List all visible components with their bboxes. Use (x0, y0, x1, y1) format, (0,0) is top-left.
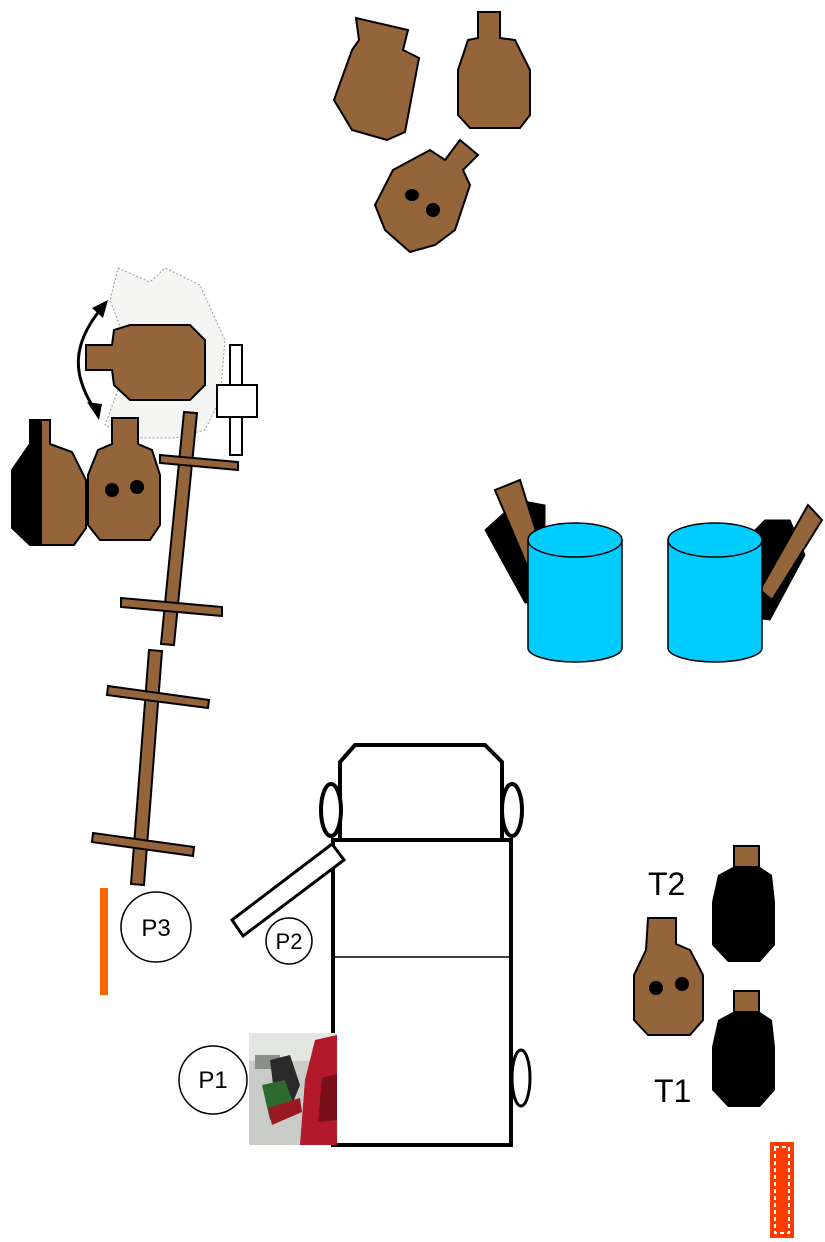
position-p2-label: P2 (276, 929, 303, 954)
start-marker (770, 1142, 794, 1238)
vehicle-mirror-left (321, 784, 341, 836)
position-p2: P2 (266, 918, 312, 964)
barrel-left (528, 523, 622, 662)
target-center-brown (634, 918, 703, 1035)
hit-mark-icon (105, 483, 119, 497)
target-top-center (375, 140, 478, 252)
target-t1 (712, 990, 775, 1107)
barrel-right (668, 523, 762, 662)
swinger-target (86, 325, 205, 400)
vehicle-mirror-right (502, 784, 522, 836)
position-p3-label: P3 (141, 915, 170, 942)
hit-mark-icon (649, 981, 663, 995)
vehicle-wheel-right (512, 1050, 530, 1106)
target-t2-label: T2 (648, 866, 685, 902)
target-t2 (712, 845, 775, 962)
barrel-right-target (755, 505, 822, 620)
position-p1: P1 (179, 1046, 247, 1114)
hit-mark-icon (405, 189, 419, 201)
target-top-right (458, 12, 530, 128)
target-top-left (334, 18, 419, 140)
position-p1-label: P1 (198, 1067, 227, 1094)
target-left-partial-black (12, 420, 86, 545)
fault-line (100, 888, 108, 995)
position-p3: P3 (121, 892, 191, 962)
hit-mark-icon (675, 977, 689, 991)
hit-mark-icon (426, 203, 440, 217)
target-t1-label: T1 (654, 1073, 691, 1109)
hit-mark-icon (130, 480, 144, 494)
fuel-nozzle-photo-icon (249, 1033, 337, 1145)
